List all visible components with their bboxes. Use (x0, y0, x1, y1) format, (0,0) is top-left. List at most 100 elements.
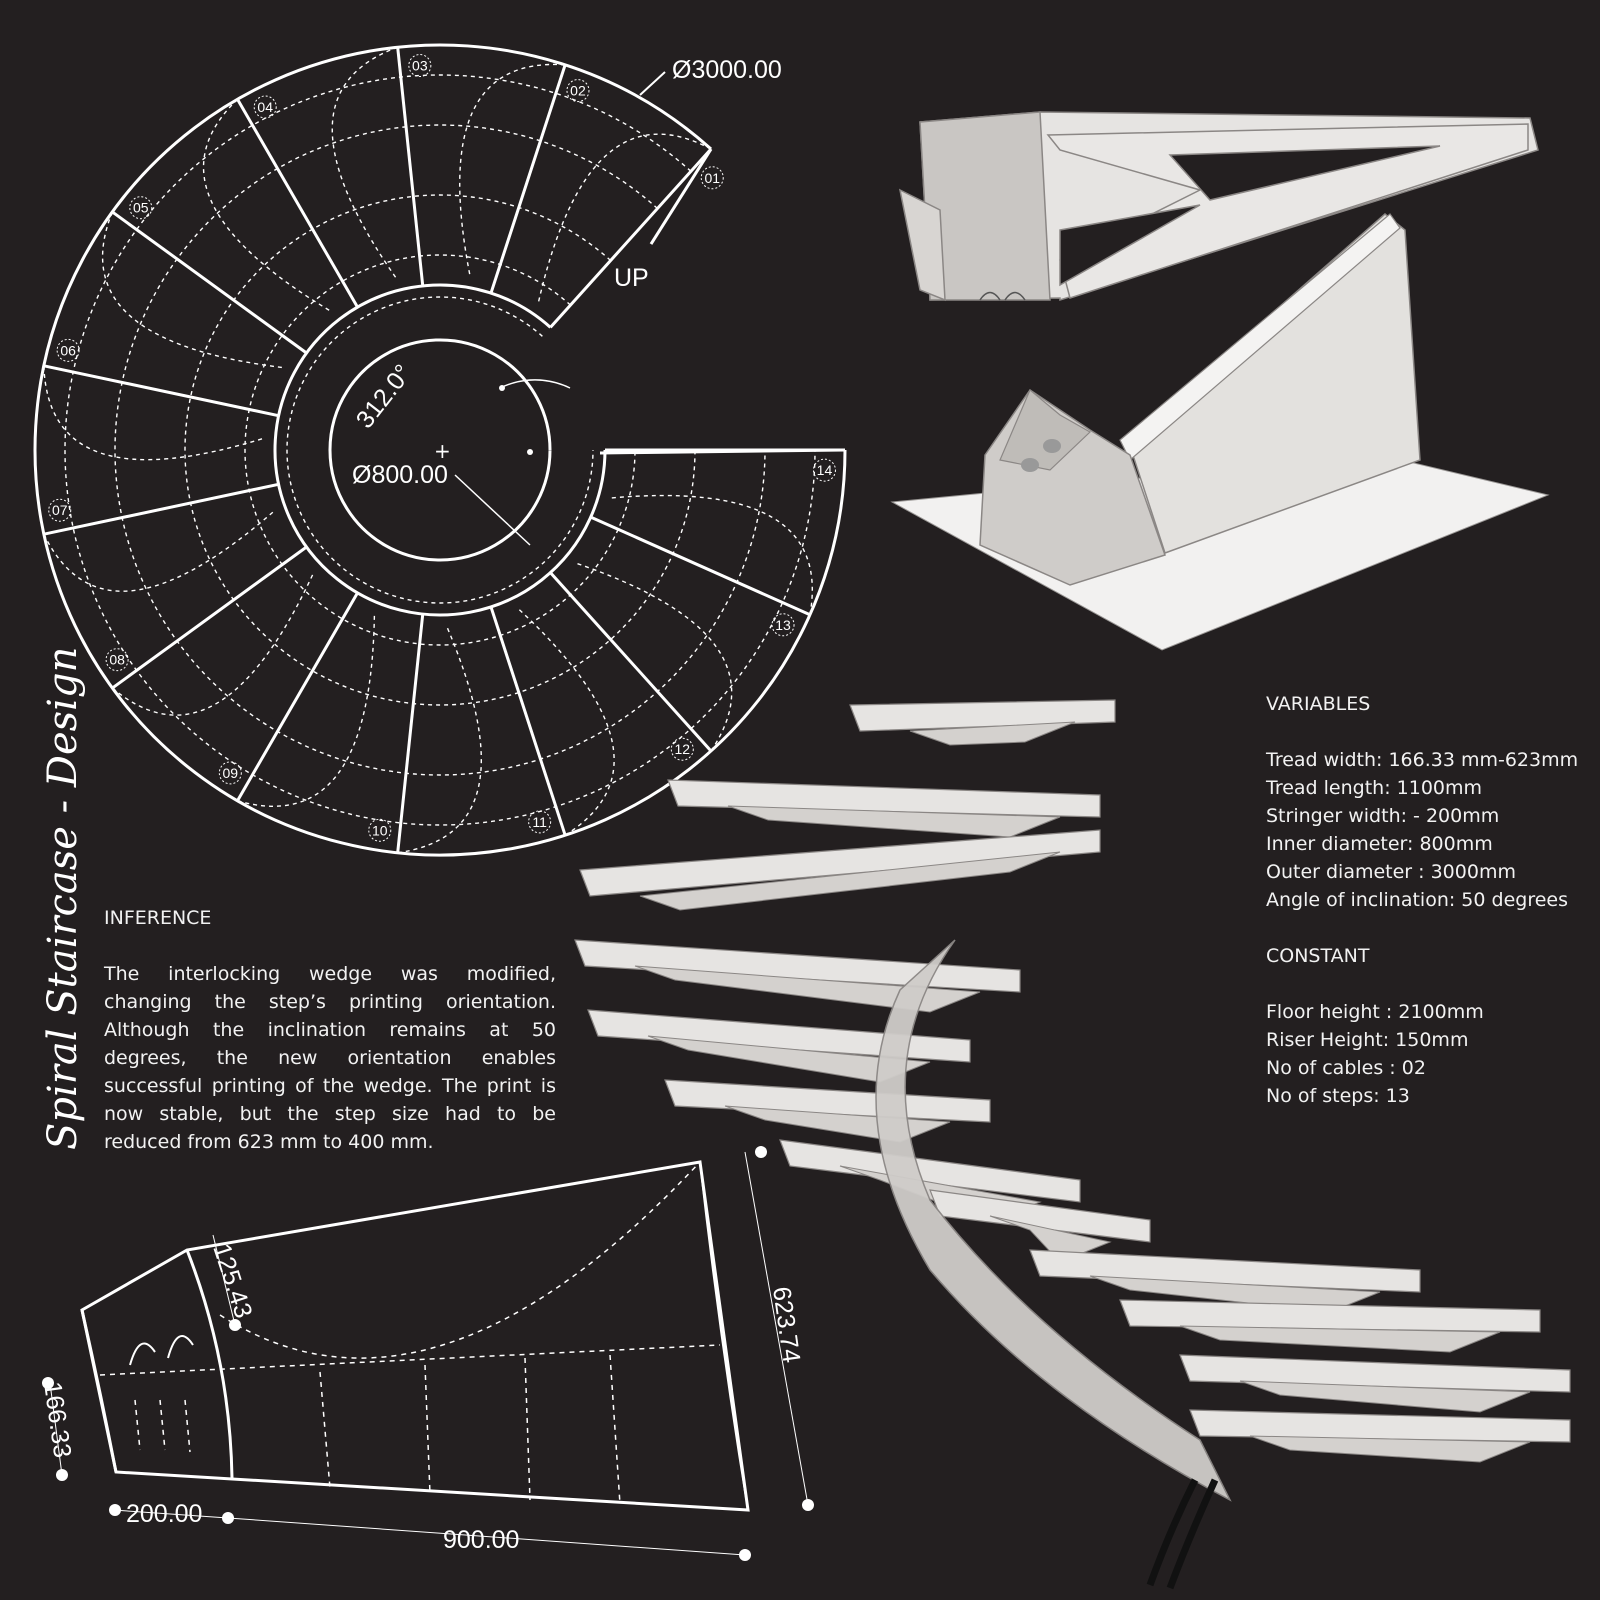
inner-diameter-label: Ø800.00 (352, 461, 448, 489)
step-number-circle (771, 613, 795, 637)
spiral-end (649, 148, 713, 245)
tread-curve (573, 561, 733, 752)
cable-holes (129, 1335, 194, 1366)
tread-curve (397, 624, 482, 854)
wedge-outer-edge (699, 1161, 749, 1511)
tread-curve (43, 509, 277, 592)
step-edge (590, 515, 811, 617)
step-number-circle (129, 196, 153, 220)
step-number: 13 (775, 617, 791, 633)
stair-underside (1249, 1435, 1531, 1463)
tread-curve (102, 211, 286, 369)
wedge-dimension-drawing (80, 1160, 750, 1512)
dim-label: 200.00 (126, 1500, 202, 1528)
step-number: 02 (570, 83, 586, 99)
tread-line (244, 254, 636, 646)
step-number-circle (528, 810, 552, 834)
dim-label: 125.43 (207, 1240, 257, 1321)
outer-boundary (33, 43, 847, 857)
stair-underside (634, 965, 981, 1013)
step-number: 08 (109, 652, 125, 668)
dim-label: 900.00 (443, 1526, 519, 1554)
step-number: 01 (704, 170, 720, 186)
stringer-line (286, 296, 594, 604)
direction-label: UP (614, 264, 649, 292)
stair-tread (849, 699, 1116, 732)
stair-underside (639, 851, 1061, 911)
tread-curve (202, 98, 333, 313)
step-number: 03 (412, 58, 428, 74)
step-number-circle (218, 761, 242, 785)
step-edge (549, 148, 713, 329)
step-edge (489, 64, 567, 294)
step-number: 07 (52, 502, 68, 518)
step-number-circle (105, 648, 129, 672)
constant-item: Riser Height: 150mm (1266, 1029, 1469, 1051)
stair-cables (1146, 1478, 1219, 1590)
step-number-circle (56, 338, 80, 362)
step-edge (489, 606, 567, 836)
dimension-points (42, 1146, 814, 1561)
angle-point (527, 449, 533, 455)
leader-line (454, 474, 531, 546)
step-edge (111, 210, 308, 355)
constant-item: No of cables : 02 (1266, 1057, 1426, 1079)
stair-underside (1239, 1380, 1531, 1413)
wedge-print-view (890, 213, 1550, 651)
step-number-circle (48, 498, 72, 522)
step-edge (396, 613, 425, 853)
tread-curve (237, 612, 376, 807)
inference-panel: INFERENCE The interlocking wedge was mod… (104, 904, 556, 1156)
staircase-3d-model (574, 699, 1571, 1590)
stair-tread (587, 1009, 971, 1063)
inner-circle (328, 338, 552, 562)
dimension-lines (49, 1151, 809, 1556)
stair-stringer (875, 939, 1232, 1502)
step-number: 14 (817, 462, 833, 478)
stair-underside (909, 721, 1076, 746)
step-edge (396, 47, 425, 287)
stringer-outer (273, 283, 607, 617)
tread-curve (459, 63, 566, 278)
step-number-circle (700, 166, 724, 190)
stair-tread (929, 1189, 1151, 1243)
spiral-end (599, 448, 846, 455)
stair-tread (579, 829, 1101, 897)
variables-heading: VARIABLES (1266, 693, 1371, 715)
tread-curve (43, 365, 266, 461)
inference-body: The interlocking wedge was modified, cha… (104, 963, 556, 1153)
step-number: 09 (223, 765, 239, 781)
step-number: 05 (133, 200, 149, 216)
step-number-circle (670, 737, 694, 761)
step-number-circle (253, 95, 277, 119)
angle-point (499, 385, 505, 391)
variable-item: Outer diameter : 3000mm (1266, 861, 1516, 883)
variables-panel: VARIABLES Tread width: 166.33 mm-623mm T… (1266, 690, 1578, 1110)
wedge-3d-view (898, 111, 1539, 302)
step-edge (236, 592, 359, 802)
step-number: 10 (372, 822, 388, 838)
variable-item: Angle of inclination: 50 degrees (1266, 889, 1569, 911)
step-edge (43, 364, 279, 418)
constant-heading: CONSTANT (1266, 945, 1370, 967)
stair-tread (779, 1139, 1081, 1203)
stair-tread (1119, 1299, 1541, 1333)
wedge-stringer-edge (185, 1249, 234, 1479)
stair-tread (574, 939, 1021, 993)
tread-curve (516, 606, 615, 836)
inference-heading: INFERENCE (104, 907, 212, 929)
stair-tread (1029, 1249, 1421, 1293)
step-edge (236, 98, 359, 308)
dim-label: 623.74 (767, 1285, 805, 1365)
leader-line (639, 71, 666, 96)
dim-label: 166.33 (38, 1380, 76, 1460)
stair-underside (1179, 1325, 1501, 1353)
step-number-circle (408, 54, 432, 78)
step-edge (549, 571, 713, 752)
step-number: 04 (257, 99, 273, 115)
variable-item: Tread width: 166.33 mm-623mm (1266, 749, 1579, 771)
step-number-circle (812, 458, 836, 482)
tread-curve (331, 46, 399, 281)
tread-curve (111, 571, 315, 716)
